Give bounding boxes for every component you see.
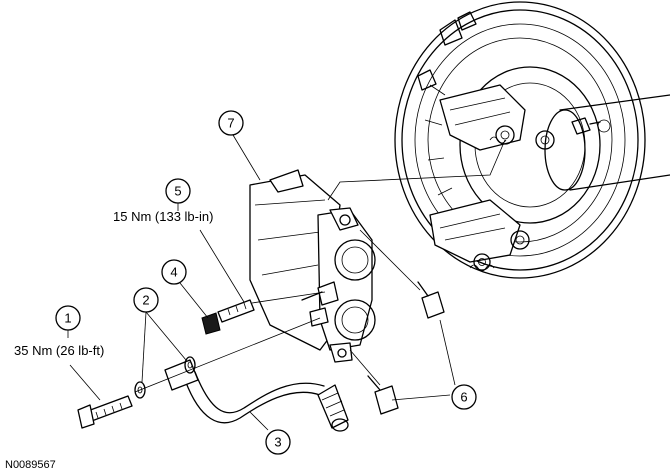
svg-text:6: 6 (460, 390, 467, 405)
alignment-lines (134, 139, 506, 393)
callout-6: 6 (451, 384, 477, 410)
sealing-washers (134, 356, 196, 399)
callout-3: 3 (265, 429, 291, 455)
svg-text:4: 4 (170, 265, 177, 280)
caliper-bolts (367, 281, 445, 415)
svg-text:3: 3 (274, 435, 281, 450)
callout-1: 1 (55, 305, 81, 331)
callout-7: 7 (218, 110, 244, 136)
svg-text:7: 7 (227, 116, 234, 131)
brake-hose (164, 359, 349, 432)
banjo-bolt (77, 395, 133, 429)
svg-text:2: 2 (142, 293, 149, 308)
caliper-body (249, 169, 376, 363)
figure-id: N0089567 (5, 459, 56, 471)
svg-text:5: 5 (174, 184, 181, 199)
callout-5: 5 (165, 178, 191, 204)
leader-lines (67, 134, 456, 431)
torque-label-item-1: 35 Nm (26 lb-ft) (14, 343, 104, 358)
svg-text:1: 1 (64, 311, 71, 326)
callout-2: 2 (133, 287, 159, 313)
torque-label-item-5: 15 Nm (133 lb-in) (113, 209, 213, 224)
bleeder-screw (201, 299, 255, 335)
rotor-hub-assembly (394, 1, 670, 279)
callout-4: 4 (161, 259, 187, 285)
